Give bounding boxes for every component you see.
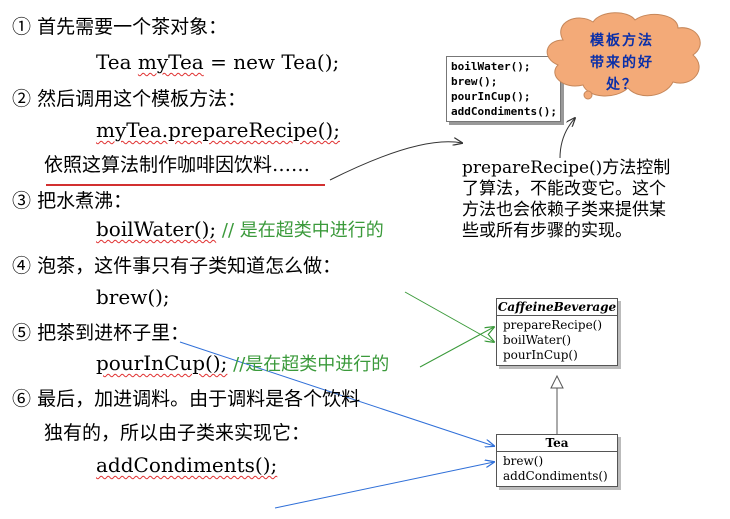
green-arrow-boil xyxy=(404,291,494,342)
code-boil: boilWater(); // 是在超类中进行的 xyxy=(96,216,384,242)
step-3: ③ 把水煮沸： xyxy=(12,186,132,213)
uml-method: brew() xyxy=(503,454,544,468)
explain-line: 依照这算法制作咖啡因饮料…… xyxy=(44,150,310,177)
cloud-callout-line: 处？ xyxy=(606,77,638,93)
step-3-text: 把水煮沸： xyxy=(37,190,133,212)
code-brew-text: brew(); xyxy=(96,285,170,309)
method-call-item: pourInCup(); xyxy=(451,90,531,103)
uml-method: boilWater() xyxy=(503,333,572,347)
step-4-num: ④ xyxy=(12,255,32,277)
step-6-continued: 独有的，所以由子类来实现它： xyxy=(44,418,310,445)
step-5-text: 把茶到进杯子里： xyxy=(37,322,190,344)
uml-class-tea: Tea brew() addCondiments() xyxy=(496,434,618,487)
step-1: ① 首先需要一个茶对象： xyxy=(12,12,227,39)
uml-class-name: CaffeineBeverage xyxy=(497,300,617,316)
code-pour-comment: //是在超类中进行的 xyxy=(227,354,390,375)
step-2-text: 然后调用这个模板方法： xyxy=(37,88,247,110)
green-arrow-pour xyxy=(419,327,494,368)
cloud-callout-text: 模板方法 带来的好 处？ xyxy=(572,30,672,96)
code-new-tea-var: myTea xyxy=(137,50,204,74)
step-5-num: ⑤ xyxy=(12,322,32,344)
code-condiments-text: addCondiments(); xyxy=(96,453,278,477)
code-brew: brew(); xyxy=(96,285,170,309)
step-2: ② 然后调用这个模板方法： xyxy=(12,84,246,111)
inheritance-triangle xyxy=(550,374,564,389)
blue-arrow-brew xyxy=(179,341,494,446)
explain-line-text: 依照这算法制作咖啡因饮料…… xyxy=(44,154,311,176)
cloud-callout-shape xyxy=(546,12,701,100)
step-2-num: ② xyxy=(12,88,32,110)
curve-from-note xyxy=(559,118,575,159)
step-1-num: ① xyxy=(12,16,32,38)
method-call-item: addCondiments(); xyxy=(451,105,557,118)
step-6-continued-text: 独有的，所以由子类来实现它： xyxy=(44,422,311,444)
step-6-text: 最后，加进调料。由于调料是各个饮料 xyxy=(37,388,361,410)
step-5: ⑤ 把茶到进杯子里： xyxy=(12,318,189,345)
cloud-callout-line: 模板方法 xyxy=(590,33,654,49)
explanation-note: prepareRecipe()方法控制了算法，不能改变它。这个方法也会依赖子类来… xyxy=(462,158,671,241)
code-new-tea: Tea myTea = new Tea(); xyxy=(96,50,339,74)
code-pour: pourInCup(); //是在超类中进行的 xyxy=(96,350,389,376)
method-call-item: boilWater(); xyxy=(451,60,531,73)
uml-method: addCondiments() xyxy=(503,469,608,483)
step-6-num: ⑥ xyxy=(12,388,32,410)
step-3-num: ③ xyxy=(12,190,32,212)
cloud-callout-line: 带来的好 xyxy=(590,55,654,71)
code-boil-comment: // 是在超类中进行的 xyxy=(216,220,384,241)
code-new-tea-type: Tea xyxy=(96,50,138,74)
blue-arrow-condiments xyxy=(274,462,494,509)
uml-class-name: Tea xyxy=(497,435,617,452)
code-pour-text: pourInCup(); xyxy=(96,351,228,375)
code-boil-text: boilWater(); xyxy=(96,217,217,241)
uml-method: pourInCup() xyxy=(503,348,578,362)
curve-to-method-box xyxy=(329,142,462,181)
code-new-tea-rest: = new Tea(); xyxy=(203,50,340,74)
uml-method: prepareRecipe() xyxy=(503,318,603,332)
step-6: ⑥ 最后，加进调料。由于调料是各个饮料 xyxy=(12,384,360,411)
step-1-text: 首先需要一个茶对象： xyxy=(37,16,228,38)
step-4: ④ 泡茶，这件事只有子类知道怎么做： xyxy=(12,251,341,278)
method-call-box: boilWater(); brew(); pourInCup(); addCon… xyxy=(446,56,561,122)
step-4-text: 泡茶，这件事只有子类知道怎么做： xyxy=(37,255,342,277)
uml-class-caffeinebeverage: CaffeineBeverage prepareRecipe() boilWat… xyxy=(496,298,618,366)
method-call-item: brew(); xyxy=(451,75,498,88)
code-prepare: myTea.prepareRecipe(); xyxy=(96,118,340,142)
code-prepare-text: myTea.prepareRecipe(); xyxy=(96,118,340,142)
code-condiments: addCondiments(); xyxy=(96,453,277,477)
